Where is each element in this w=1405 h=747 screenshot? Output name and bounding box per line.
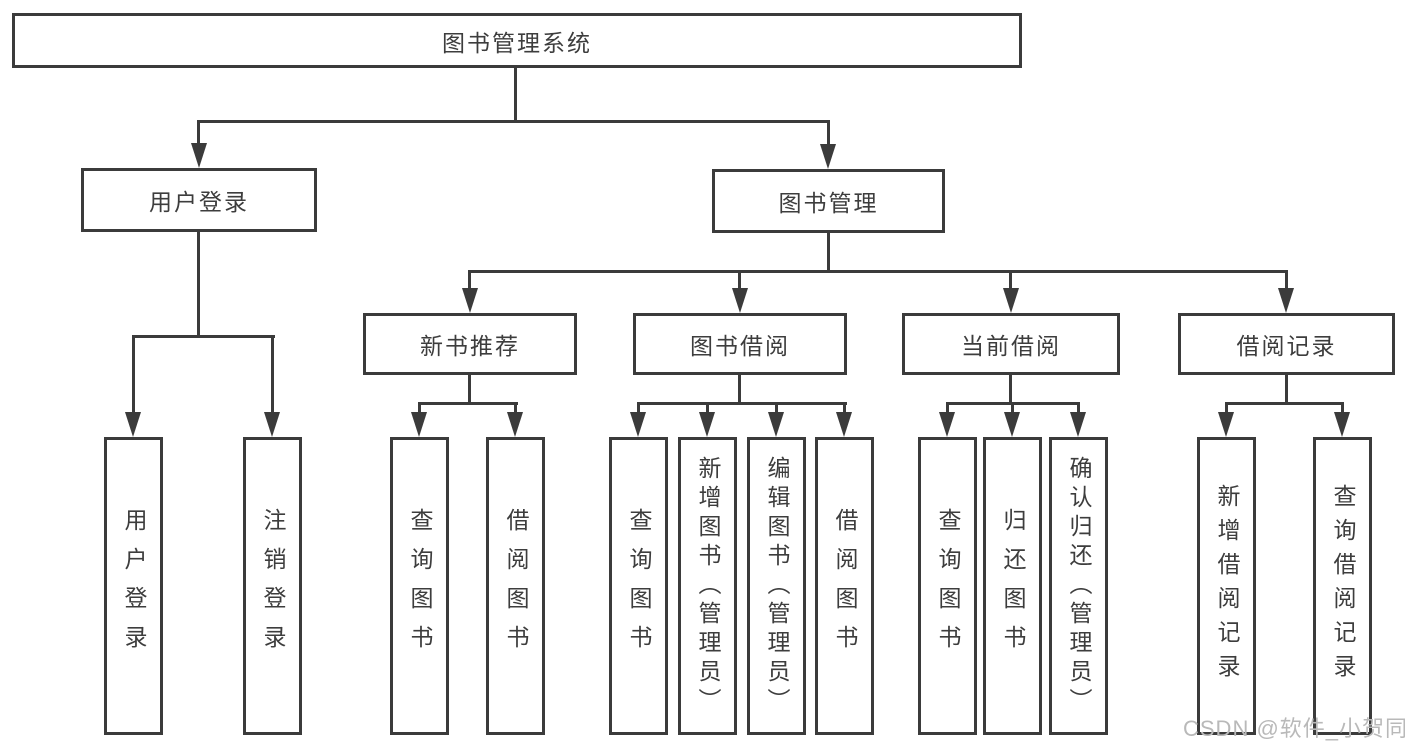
connector-arrow — [191, 143, 207, 168]
connector-line — [197, 120, 200, 146]
connector-line — [1225, 402, 1228, 415]
node-leaf-records-query: 查询借阅记录 — [1313, 437, 1372, 735]
connector-line — [271, 335, 274, 415]
connector-arrow — [411, 412, 427, 437]
connector-line — [1225, 402, 1344, 405]
connector-line — [197, 120, 830, 123]
connector-arrow — [1004, 412, 1020, 437]
connector-line — [827, 120, 830, 147]
connector-arrow — [699, 412, 715, 437]
node-leaf-borrow-edit-admin: 编辑图书（管理员） — [747, 437, 806, 735]
connector-arrow — [820, 144, 836, 169]
connector-arrow — [732, 288, 748, 313]
connector-line — [706, 402, 709, 415]
connector-line — [418, 402, 421, 415]
node-leaf-current-confirm-admin: 确认归还（管理员） — [1049, 437, 1108, 735]
connector-line — [1341, 402, 1344, 415]
connector-line — [1011, 402, 1014, 415]
node-leaf-current-query: 查询图书 — [918, 437, 977, 735]
connector-arrow — [1003, 288, 1019, 313]
connector-arrow — [1278, 288, 1294, 313]
connector-arrow — [125, 412, 141, 437]
connector-line — [132, 335, 135, 415]
connector-line — [843, 402, 846, 415]
connector-arrow — [462, 288, 478, 313]
connector-line — [827, 233, 830, 273]
connector-line — [738, 270, 741, 292]
node-borrow-records: 借阅记录 — [1178, 313, 1395, 375]
connector-line — [637, 402, 847, 405]
connector-line — [418, 402, 518, 405]
connector-arrow — [630, 412, 646, 437]
connector-arrow — [1218, 412, 1234, 437]
connector-line — [738, 375, 741, 405]
node-new-book-recommend: 新书推荐 — [363, 313, 577, 375]
connector-line — [637, 402, 640, 415]
node-current-borrow: 当前借阅 — [902, 313, 1120, 375]
connector-arrow — [1070, 412, 1086, 437]
node-leaf-records-add: 新增借阅记录 — [1197, 437, 1256, 735]
connector-line — [1009, 375, 1012, 405]
connector-arrow — [1334, 412, 1350, 437]
connector-line — [775, 402, 778, 415]
connector-line — [1077, 402, 1080, 415]
connector-arrow — [939, 412, 955, 437]
node-leaf-newbook-query: 查询图书 — [390, 437, 449, 735]
node-leaf-newbook-borrow: 借阅图书 — [486, 437, 545, 735]
connector-line — [197, 232, 200, 338]
node-leaf-borrow-add-admin: 新增图书（管理员） — [678, 437, 737, 735]
node-book-management: 图书管理 — [712, 169, 945, 233]
connector-arrow — [264, 412, 280, 437]
connector-line — [514, 402, 517, 415]
node-leaf-current-return: 归还图书 — [983, 437, 1042, 735]
connector-line — [1285, 270, 1288, 292]
connector-line — [1285, 375, 1288, 405]
connector-arrow — [507, 412, 523, 437]
connector-line — [132, 335, 275, 338]
connector-line — [468, 375, 471, 405]
csdn-watermark: CSDN @软件_小贺同学 — [1183, 716, 1405, 741]
node-leaf-user-login: 用户登录 — [104, 437, 163, 735]
connector-line — [946, 402, 949, 415]
node-leaf-borrow-book: 借阅图书 — [815, 437, 874, 735]
connector-line — [1009, 270, 1012, 292]
connector-line — [514, 68, 517, 123]
node-leaf-logout: 注销登录 — [243, 437, 302, 735]
connector-line — [468, 270, 1288, 273]
connector-arrow — [768, 412, 784, 437]
connector-arrow — [836, 412, 852, 437]
connector-line — [468, 270, 471, 292]
node-leaf-borrow-query: 查询图书 — [609, 437, 668, 735]
node-book-borrow: 图书借阅 — [633, 313, 847, 375]
node-root: 图书管理系统 — [12, 13, 1022, 68]
node-user-login: 用户登录 — [81, 168, 317, 232]
